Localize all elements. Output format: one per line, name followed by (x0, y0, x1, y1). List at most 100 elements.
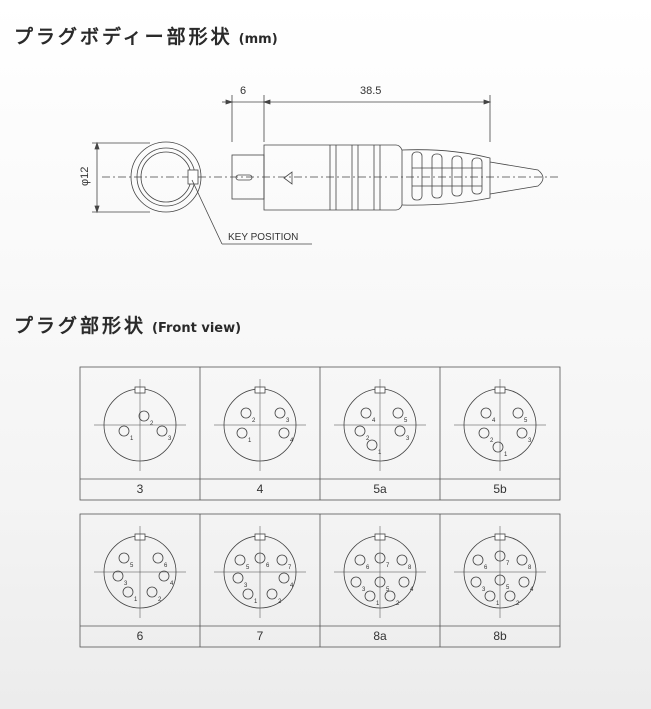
pin-label: 1 (134, 597, 138, 603)
key-position-label: KEY POSITION (228, 232, 298, 243)
pin-3-3 (156, 425, 168, 437)
pin-7-1 (242, 588, 254, 600)
pin-label: 2 (396, 601, 400, 607)
connector-label: 3 (136, 482, 144, 496)
pin-label: 2 (366, 436, 370, 442)
pin-label: 6 (164, 563, 168, 569)
pin-label: 3 (482, 587, 486, 593)
pin-label: 8 (528, 565, 532, 571)
pin-8b-4 (518, 576, 530, 588)
connector-face-4 (214, 379, 306, 471)
dimension-long: 38.5 (360, 85, 381, 97)
pin-4-4 (278, 427, 290, 439)
pin-5b-5 (512, 407, 524, 419)
pin-8a-7 (374, 552, 386, 564)
body-shape-title-text: プラグボディー部形状 (14, 26, 233, 48)
front-shape-unit: (Front view) (152, 321, 242, 336)
pin-label: 6 (266, 563, 270, 569)
pin-label: 1 (248, 438, 252, 444)
pin-7-6 (254, 552, 266, 564)
pin-label: 3 (244, 583, 248, 589)
connector-label: 4 (256, 482, 264, 496)
connector-label: 7 (256, 629, 264, 643)
pin-8a-3 (350, 576, 362, 588)
pin-5a-5 (392, 407, 404, 419)
pin-7-3 (232, 572, 244, 584)
pin-label: 7 (288, 565, 292, 571)
pin-8a-8 (396, 554, 408, 566)
pin-label: 5 (506, 585, 510, 591)
connector-face-8a (334, 526, 426, 618)
connector-label: 8b (493, 629, 507, 643)
pin-6-2 (146, 586, 158, 598)
pin-8b-5 (494, 574, 506, 586)
pin-label: 2 (252, 418, 256, 424)
connector-label: 8a (373, 629, 387, 643)
pin-8b-8 (516, 554, 528, 566)
pin-label: 2 (516, 601, 520, 607)
pin-5a-2 (354, 425, 366, 437)
front-shape-title: プラグ部形状 (Front view) (14, 311, 241, 338)
pin-label: 4 (410, 587, 414, 593)
pin-5b-2 (478, 427, 490, 439)
connector-label: 6 (136, 629, 144, 643)
pin-label: 6 (484, 565, 488, 571)
connector-face-7 (214, 526, 306, 618)
connector-face-3 (94, 379, 186, 471)
pin-6-4 (158, 570, 170, 582)
pin-label: 3 (168, 436, 172, 442)
pin-label: 2 (490, 438, 494, 444)
pin-label: 5 (130, 563, 134, 569)
pin-6-3 (112, 570, 124, 582)
pin-6-1 (122, 586, 134, 598)
pin-5b-1 (492, 441, 504, 453)
pin-8a-1 (364, 590, 376, 602)
pin-label: 3 (528, 438, 532, 444)
pin-label: 4 (492, 418, 496, 424)
connector-face-6 (94, 526, 186, 618)
pin-label: 7 (386, 563, 390, 569)
pin-5a-3 (394, 425, 406, 437)
pin-5a-1 (366, 439, 378, 451)
pin-3-1 (118, 425, 130, 437)
pin-label: 5 (404, 418, 408, 424)
pin-8a-4 (398, 576, 410, 588)
pin-4-3 (274, 407, 286, 419)
front-shape-title-text: プラグ部形状 (14, 315, 147, 337)
pin-3-2 (138, 410, 150, 422)
pin-label: 1 (378, 450, 382, 456)
pin-label: 1 (504, 452, 508, 458)
pin-8b-3 (470, 576, 482, 588)
pin-8a-2 (384, 590, 396, 602)
connector-label: 5a (373, 482, 387, 496)
pin-8a-5 (374, 576, 386, 588)
pin-label: 4 (290, 438, 294, 444)
pin-4-2 (240, 407, 252, 419)
pin-label: 2 (150, 421, 154, 427)
pin-8b-1 (484, 590, 496, 602)
dimension-diameter: φ12 (79, 167, 91, 186)
pin-5b-3 (516, 427, 528, 439)
pin-label: 1 (254, 599, 258, 605)
pin-label: 3 (406, 436, 410, 442)
pin-label: 4 (290, 583, 294, 589)
pin-8a-6 (354, 554, 366, 566)
connector-face-5b (454, 379, 546, 471)
pin-label: 3 (286, 418, 290, 424)
pin-5a-4 (360, 407, 372, 419)
connector-face-8b (454, 526, 546, 618)
pin-label: 1 (130, 436, 134, 442)
pin-8b-7 (494, 550, 506, 562)
pin-6-5 (118, 552, 130, 564)
pin-label: 5 (386, 587, 390, 593)
pin-label: 1 (496, 601, 500, 607)
pin-label: 1 (376, 601, 380, 607)
pin-5b-4 (480, 407, 492, 419)
pin-7-7 (276, 554, 288, 566)
pin-7-4 (278, 572, 290, 584)
body-shape-title: プラグボディー部形状(mm) (14, 22, 278, 49)
pin-label: 5 (524, 418, 528, 424)
pin-7-2 (266, 588, 278, 600)
